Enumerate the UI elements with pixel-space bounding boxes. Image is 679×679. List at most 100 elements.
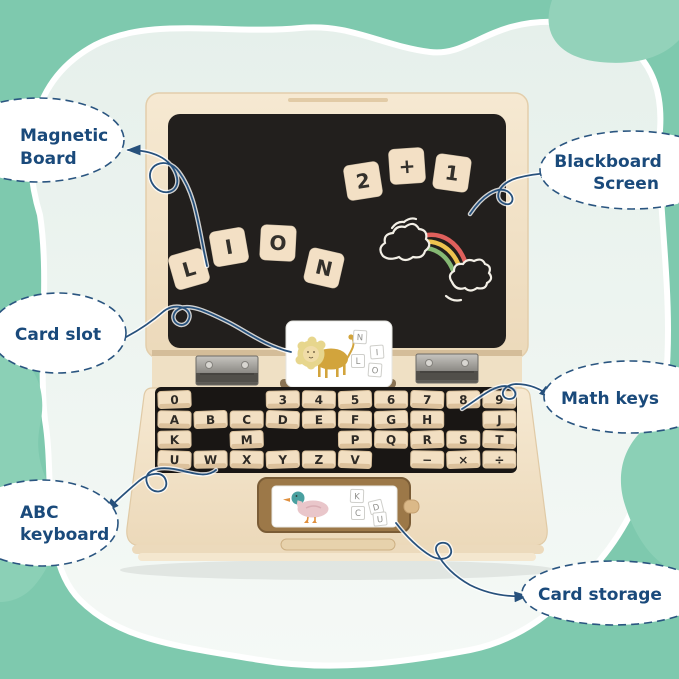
letter-tile: N [303,247,345,289]
keyboard-key: 6 [374,390,409,409]
math-keys-arrow [459,381,555,412]
letter-tile: O [258,223,298,263]
key-letter: V [350,453,360,467]
label-bubble [0,292,127,374]
label-bubble [0,97,125,183]
key-letter: M [241,433,253,447]
key-letter: F [351,413,359,427]
keyboard-key: X [229,450,264,469]
label-text: ABC [20,503,59,523]
key-letter: G [386,413,396,427]
card-letter-square: O [367,362,383,378]
label-text: Math keys [561,389,659,409]
key-letter: W [204,453,217,467]
card-letter: K [354,492,360,502]
keyboard-key: G [373,410,409,429]
duck-flashcard: KDC U [271,485,398,528]
keyboard-key: 4 [301,390,336,409]
card-letter: N [357,333,364,343]
keyboard-key: U [157,450,192,469]
keyboard-key: Y [265,450,300,469]
card-letter: L [356,357,361,367]
lion-flashcard: N I LO [285,320,393,388]
card-storage-slot: KDC U [257,477,420,551]
keyboard-key: S [446,430,481,449]
hinge-right [415,353,479,384]
laptop-screen-panel [145,92,529,359]
keyboard-key: R [410,430,445,449]
letter-tile: 2 [342,160,384,202]
tile-letter: 2 [354,168,372,194]
accent-blob-right [620,410,679,572]
key-letter: 3 [279,393,288,407]
keyboard-key: P [337,430,373,449]
key-letter: 9 [495,393,504,407]
card-letter-square: N [352,329,368,345]
key-letter: 5 [351,393,360,407]
card-letter: I [375,348,378,358]
slide-knob [403,499,420,514]
lion-card-letters: N I LO [351,329,385,378]
label-text: Blackboard [554,152,662,172]
card-letter-square: D [367,498,385,516]
keyboard-key: Z [301,450,336,469]
keyboard-key: W [193,450,228,469]
label-bubble [543,360,679,434]
card-letter-square: L [351,354,365,368]
key-letter: A [170,413,180,427]
keyboard-key: D [265,410,300,429]
keyboard-key: 5 [337,390,373,409]
card-letter: O [371,366,379,376]
letter-tile: + [387,146,427,186]
lion-illustration [295,334,355,378]
laptop-shadow [120,560,556,580]
key-letter: P [350,433,359,447]
card-letter: C [355,509,361,519]
card-letter-square: U [372,511,388,527]
label-text: Screen [593,174,659,194]
letter-tile: 1 [431,152,473,194]
keyboard-key: F [337,410,373,429]
card-letter: U [377,515,384,526]
key-letter: R [422,433,432,447]
label-text: Card slot [15,325,101,345]
key-letter: K [170,433,180,447]
tile-letter: 1 [443,160,460,186]
key-letter: U [169,453,179,467]
key-letter: 7 [423,393,432,407]
letter-tile: L [167,247,211,291]
label-bubble [0,479,119,567]
keyboard-key: B [193,410,228,429]
label-magnetic-board: Magnetic Board [0,97,125,183]
key-letter: E [315,413,323,427]
tile-letter: + [398,153,416,178]
carry-handle-notch [288,98,388,102]
keyboard-key: Q [374,430,409,449]
keyboard-key: V [337,450,373,469]
label-math-keys: Math keys [543,360,679,434]
key-letter: Z [315,453,324,467]
label-text: keyboard [20,525,109,545]
keyboard-key: H [410,410,445,429]
keyboard-key: 9 [482,390,517,409]
key-letter: J [496,413,502,427]
keyboard-key: M [229,430,264,449]
label-text: Magnetic [20,126,108,146]
key-letter: 4 [315,393,324,407]
card-storage-arrow [393,520,530,603]
card-slot-arrow [98,304,294,355]
label-card-storage: Card storage [521,560,679,626]
key-letter: C [242,413,251,427]
key-letter: X [242,453,252,467]
key-letter: Y [277,453,287,467]
keyboard-key: ÷ [482,450,517,469]
key-letter: T [495,433,504,447]
card-letter-square: C [351,506,365,520]
keyboard-key: 7 [410,390,445,409]
label-text: Board [20,149,77,169]
key-letter: S [459,433,468,447]
keyboard-key: A [157,410,192,429]
